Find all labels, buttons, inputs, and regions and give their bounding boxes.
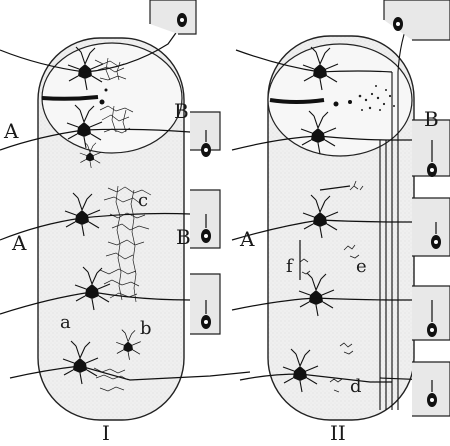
ganglion-II-3: [431, 235, 441, 249]
ganglion-1: [177, 13, 187, 27]
label-B: B: [424, 107, 439, 131]
longitudinal-fibers: [379, 0, 419, 410]
panel-2: B A e f d II: [231, 0, 450, 445]
label-A-top: A: [3, 119, 19, 143]
label-a: a: [60, 312, 71, 333]
ganglion-3: [201, 229, 211, 243]
nerve-net: [93, 57, 152, 392]
ganglion-II-5: [427, 393, 437, 407]
label-d: d: [350, 376, 362, 397]
ganglion-2: [201, 143, 211, 157]
ganglia-panel-1: [149, 0, 221, 335]
ganglion-II-1: [393, 17, 403, 31]
label-b: b: [140, 318, 152, 339]
label-c: c: [138, 190, 148, 211]
label-B-mid: B: [176, 225, 191, 249]
label-A: A: [239, 227, 255, 251]
panel-1-numeral: I: [102, 421, 110, 445]
ganglion-4: [201, 315, 211, 329]
nerve-fibers: [231, 49, 431, 383]
collateral-terminals: [299, 180, 364, 393]
ganglion-II-2: [427, 163, 437, 177]
panel-2-numeral: II: [330, 421, 346, 445]
grey-matter: [267, 43, 413, 157]
label-e: e: [356, 256, 367, 277]
label-A-mid: A: [11, 231, 27, 255]
sensory-terminals: [358, 85, 395, 111]
nerve-fibers: [0, 0, 251, 381]
label-B-top: B: [174, 99, 189, 123]
label-f: f: [286, 256, 294, 277]
panel-1: A B c A B a b I: [0, 0, 251, 445]
ganglion-II-4: [427, 323, 437, 337]
